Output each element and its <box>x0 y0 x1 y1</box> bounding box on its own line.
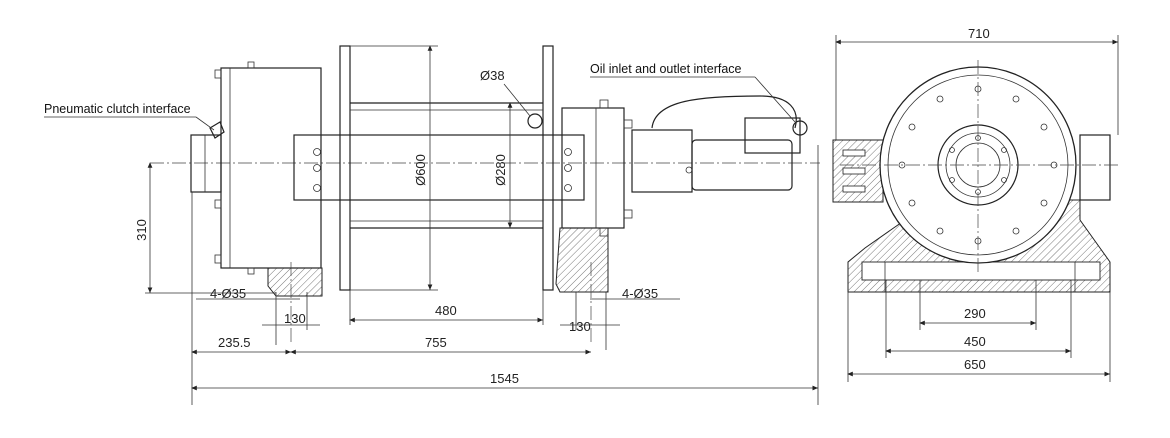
pneumatic-label: Pneumatic clutch interface <box>44 102 191 116</box>
side-view <box>150 45 820 345</box>
pneumatic-fitting <box>209 121 225 139</box>
front-view-dimensions: 710 290 450 650 <box>835 26 1119 382</box>
dim-755: 755 <box>425 335 447 350</box>
dim-650: 650 <box>964 357 986 372</box>
dim-235: 235.5 <box>218 335 251 350</box>
drum-right-flange <box>542 45 554 291</box>
dim-holes-right: 4-Ø35 <box>622 286 658 301</box>
front-view <box>832 60 1118 293</box>
hydraulic-motor <box>691 139 793 191</box>
callouts: Pneumatic clutch interface Oil inlet and… <box>44 62 796 131</box>
dim-710: 710 <box>968 26 990 41</box>
dim-290: 290 <box>964 306 986 321</box>
motor-flange <box>631 129 693 193</box>
dim-1545: 1545 <box>490 371 519 386</box>
oil-pipe <box>651 95 797 129</box>
oil-label: Oil inlet and outlet interface <box>590 62 742 76</box>
drum-left-flange <box>339 45 351 291</box>
front-left-bolts <box>842 149 866 193</box>
front-side-block <box>1079 134 1111 201</box>
dim-450: 450 <box>964 334 986 349</box>
oil-port <box>792 120 808 136</box>
shaft-bolts <box>313 148 572 192</box>
clutch-shaft-housing <box>190 134 222 193</box>
left-foot <box>267 267 323 297</box>
dim-d280: Ø280 <box>493 154 508 186</box>
dim-480: 480 <box>435 303 457 318</box>
right-foot <box>555 227 609 293</box>
dim-d600: Ø600 <box>413 154 428 186</box>
side-view-dimensions: Ø600 Ø280 Ø38 310 4-Ø35 130 480 4-Ø35 13… <box>134 45 819 405</box>
dim-d38: Ø38 <box>480 68 505 83</box>
rope-hole <box>527 113 543 129</box>
dim-holes-left: 4-Ø35 <box>210 286 246 301</box>
dim-310: 310 <box>134 219 149 241</box>
left-housing <box>220 67 322 269</box>
dim-130-left: 130 <box>284 311 306 326</box>
drum-shaft <box>293 134 585 201</box>
dim-130-right: 130 <box>569 319 591 334</box>
